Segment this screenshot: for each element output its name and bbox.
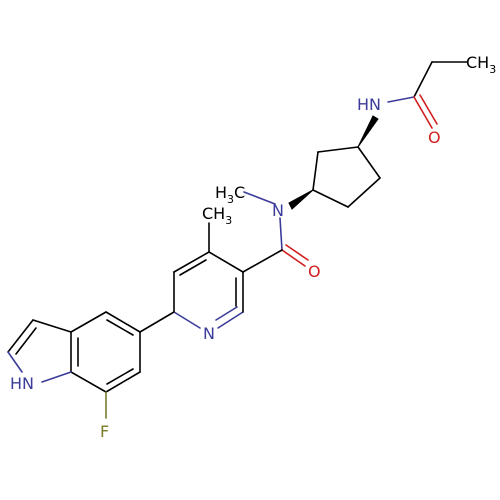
bond-carbonyl-o-2 xyxy=(419,94,438,125)
bond-py-c2-n xyxy=(173,311,201,329)
bond-carbonyl-o-b xyxy=(285,244,309,261)
bond-pr-n-c7a xyxy=(41,371,72,383)
bond-bz-c7a-c7 xyxy=(70,371,107,393)
bond-group-indole-pyrrole xyxy=(7,319,72,383)
bond-bz-c7-c6 xyxy=(105,371,141,393)
bond-pr-c2-n xyxy=(7,351,23,373)
label-nh-indole: HN xyxy=(10,374,34,393)
bond-bz-c7-c6-inner xyxy=(106,368,134,385)
bond-py-c2-indole xyxy=(139,311,175,333)
bond-ch2-carbonyl xyxy=(413,61,433,98)
bond-ring-c4-c5 xyxy=(312,151,319,191)
label-o-amide-top: O xyxy=(428,128,441,147)
label-ch3-top: CH3 xyxy=(466,53,496,76)
bond-ring-c3-c4 xyxy=(312,189,349,208)
bond-carbonyl-o-1 xyxy=(413,96,433,129)
bond-pr-c3a-c3 xyxy=(32,319,72,333)
bond-bz-c5-c4-inner xyxy=(106,319,134,336)
wedge-ring-to-nh xyxy=(357,115,379,148)
bond-group-propanamide xyxy=(387,61,468,129)
label-n-pyridine: N xyxy=(203,324,215,343)
bond-bz-c4-c3a xyxy=(70,311,107,333)
bond-pr-c3-c2-inner xyxy=(15,327,37,355)
bond-py-c5-c4 xyxy=(208,251,244,273)
bond-n-carbonyl xyxy=(279,217,283,251)
bond-bz-c5-c4 xyxy=(105,311,141,333)
bond-group-pyridine xyxy=(139,222,244,333)
label-ch3-ring: CH3 xyxy=(202,204,232,227)
atom-labels: CH3 HN O H3C N CH3 O N HN F xyxy=(10,53,496,441)
bond-py-n-c6-inner xyxy=(215,306,238,321)
bond-py-c4-c3-inner xyxy=(179,259,207,276)
bond-carbonyl-pyridine xyxy=(242,249,283,273)
bond-n-methyl xyxy=(243,191,276,205)
bond-group-indole-benzo xyxy=(70,311,141,419)
label-h3c-nmethyl: H3C xyxy=(215,183,245,206)
label-o-carbonyl: O xyxy=(308,262,321,281)
label-n-amide: N xyxy=(272,201,284,220)
label-nh-amide: HN xyxy=(357,95,381,114)
bond-ring-c1-c2 xyxy=(357,146,381,179)
bond-py-n-c6 xyxy=(217,311,244,329)
bond-carbonyl-nh xyxy=(387,96,415,103)
wedge-ring-to-n-amide xyxy=(288,189,314,210)
bond-ring-c5-c1 xyxy=(317,146,359,153)
bond-group-cyclopentane xyxy=(288,115,381,210)
bond-ring-c2-c3 xyxy=(347,177,381,208)
bond-pr-c3-c2 xyxy=(7,319,34,353)
label-f: F xyxy=(100,422,109,441)
bond-py-c4-c3 xyxy=(173,251,210,273)
bond-carbonyl-o-a xyxy=(281,249,306,267)
bond-group-n-amide xyxy=(242,191,309,273)
